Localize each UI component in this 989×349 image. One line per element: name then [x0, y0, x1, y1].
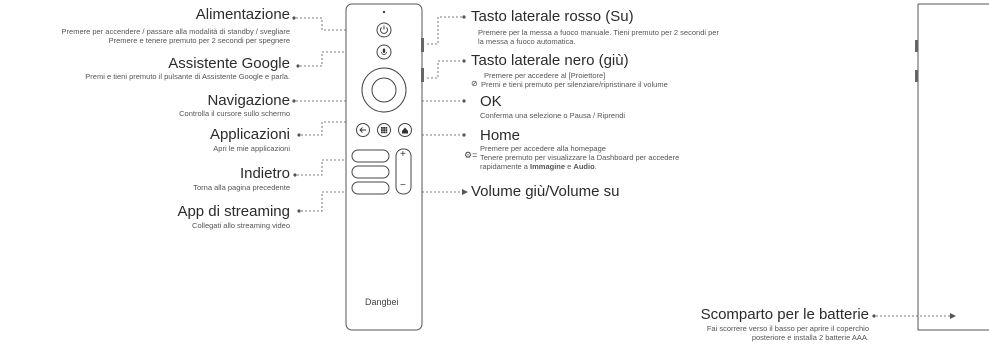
black-side-desc-2: Premi e tieni premuto per silenziare/rip… — [481, 80, 668, 89]
ok-desc: Conferma una selezione o Pausa / Riprend… — [480, 111, 626, 120]
streaming-button-1 — [351, 149, 390, 163]
red-side-desc-2: la messa a fuoco automatica. — [478, 37, 576, 46]
leader-apps — [301, 121, 360, 136]
mic-icon — [382, 48, 386, 53]
power-desc-1: Premere per accendere / passare alla mod… — [61, 27, 290, 36]
leader-red-side — [427, 16, 462, 45]
power-icon — [380, 27, 388, 34]
streaming-button-3 — [351, 181, 390, 195]
indicator-light — [382, 10, 386, 14]
back-desc: Torna alla pagina precedente — [193, 183, 290, 192]
black-side-title: Tasto laterale nero (giù) — [471, 52, 629, 69]
ok-button — [371, 77, 397, 103]
brand-logo: Dangbei — [365, 297, 399, 307]
home-desc-3: rapidamente a Immagine e Audio. — [480, 162, 597, 171]
side-button-red — [421, 38, 424, 52]
battery-title: Scomparto per le batterie — [700, 306, 869, 323]
assistant-desc: Premi e tieni premuto il pulsante di Ass… — [85, 72, 290, 81]
leader-back — [297, 159, 350, 176]
apps-desc: Apri le mie applicazioni — [213, 144, 290, 153]
volume-plus-label: + — [400, 149, 406, 160]
streaming-button-2 — [351, 165, 390, 179]
leader-black-side — [427, 60, 462, 79]
home-title: Home — [480, 127, 521, 144]
navigation-title: Navigazione — [207, 92, 290, 109]
home-desc-1: Premere per accedere alla homepage — [480, 144, 606, 153]
ok-title: OK — [480, 93, 502, 110]
power-desc-2: Premere e tenere premuto per 2 secondi p… — [108, 36, 290, 45]
gear-icon: ⚙= — [464, 150, 478, 160]
home-desc-2: Tenere premuto per visualizzare la Dashb… — [480, 153, 680, 162]
red-side-desc-1: Premere per la messa a fuoco manuale. Ti… — [478, 28, 719, 37]
streaming-desc: Collegati allo streaming video — [192, 221, 290, 230]
back-arrow-icon — [359, 127, 366, 133]
red-side-title: Tasto laterale rosso (Su) — [471, 8, 634, 25]
remote-back — [917, 3, 989, 331]
battery-desc-1: Fai scorrere verso il basso per aprire i… — [706, 324, 869, 333]
side-button-black — [421, 68, 424, 82]
volume-minus-label: − — [400, 180, 406, 191]
back-side-button-2 — [915, 70, 918, 82]
mute-icon: ⊘ — [471, 79, 478, 88]
apps-title: Applicazioni — [209, 126, 290, 143]
home-icon — [402, 127, 408, 134]
leader-streaming — [301, 191, 350, 212]
streaming-title: App di streaming — [177, 203, 290, 220]
assistant-title: Assistente Google — [168, 55, 290, 72]
apps-grid-icon — [381, 127, 388, 134]
volume-rocker — [395, 148, 412, 195]
volume-title: Volume giù/Volume su — [471, 183, 620, 200]
power-button — [376, 22, 392, 38]
battery-desc-2: posteriore e installa 2 batterie AAA. — [751, 333, 869, 342]
black-side-desc-1: Premere per accedere al [Proiettore] — [484, 71, 606, 80]
power-title: Alimentazione — [195, 6, 290, 23]
back-title: Indietro — [239, 165, 290, 182]
navigation-desc: Controlla il cursore sullo schermo — [179, 109, 290, 118]
back-side-button-1 — [915, 40, 918, 52]
